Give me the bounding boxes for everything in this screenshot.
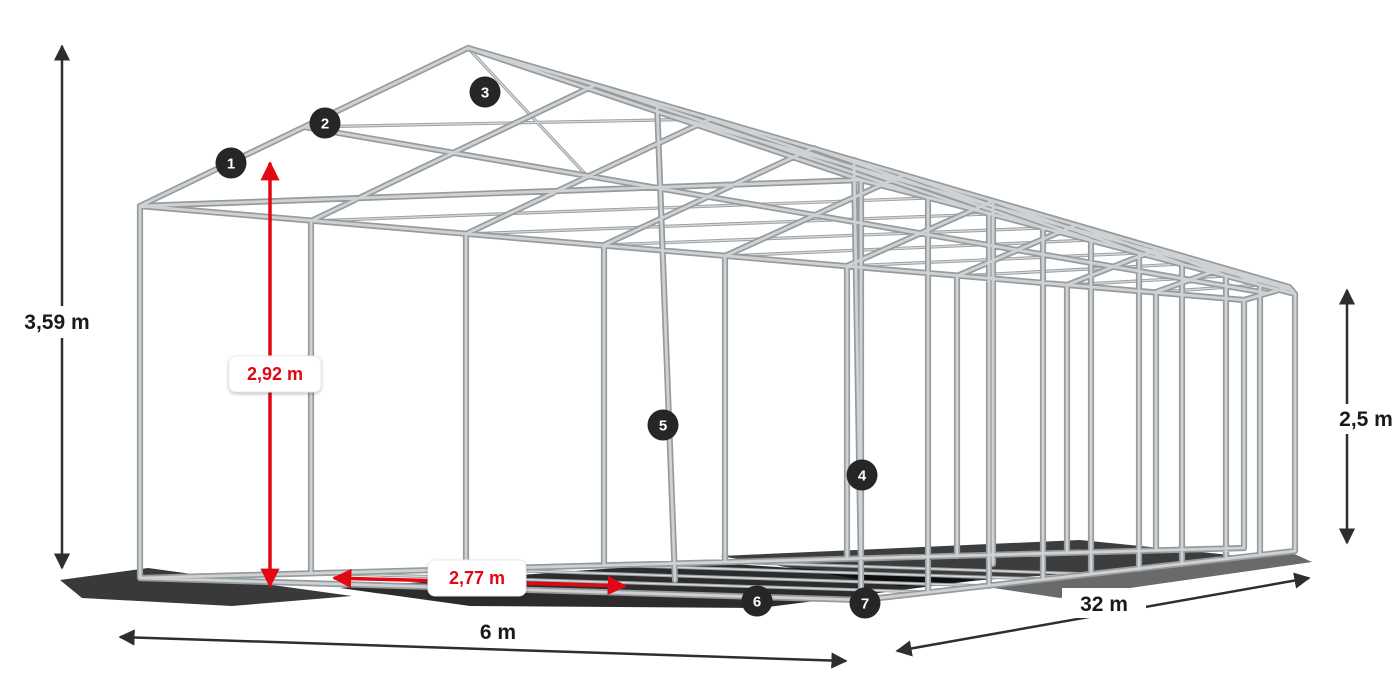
dimension-length: 32 m	[895, 572, 1311, 657]
dimension-side-height: 2,5 m	[1332, 288, 1400, 545]
dimension-label-total-height: 3,59 m	[24, 311, 89, 334]
marker-6-number: 6	[753, 594, 761, 611]
marker-1: 1	[215, 147, 247, 179]
total-height-label-mask	[12, 306, 102, 338]
dimension-label-clear-height: 2,92 m	[247, 364, 303, 384]
marker-5-number: 5	[659, 418, 667, 435]
marker-4: 4	[846, 459, 878, 491]
marker-1-number: 1	[227, 156, 235, 173]
dimension-label-length: 32 m	[1080, 593, 1128, 616]
side-height-label-mask	[1332, 404, 1400, 434]
marker-7: 7	[849, 587, 881, 619]
width-label-mask	[462, 616, 534, 646]
clear-height-label-pill	[228, 355, 322, 393]
tent-frame-wireframe	[136, 44, 1299, 604]
dimension-clear-width: 2,77 m	[332, 559, 627, 597]
dimension-width: 6 m	[118, 616, 848, 669]
length-label-mask	[1062, 588, 1146, 618]
marker-3-number: 3	[481, 85, 489, 102]
dimension-total-height: 3,59 m	[12, 44, 102, 570]
marker-3: 3	[469, 76, 501, 108]
frame-light-tubes	[302, 46, 1262, 594]
part-markers: 1 2 3 4 5 6 7	[215, 76, 881, 619]
marker-5: 5	[647, 409, 679, 441]
dimension-label-clear-width: 2,77 m	[449, 568, 505, 588]
marker-6: 6	[741, 585, 773, 617]
dimension-label-width: 6 m	[480, 621, 516, 644]
clear-width-label-pill	[427, 559, 527, 597]
width-arrow	[118, 629, 848, 669]
marker-2-number: 2	[321, 116, 329, 133]
marker-2: 2	[309, 107, 341, 139]
dimension-label-side-height: 2,5 m	[1339, 408, 1393, 431]
marker-7-number: 7	[861, 596, 869, 613]
dimension-clear-height: 2,92 m	[228, 161, 322, 588]
marker-4-number: 4	[858, 468, 867, 485]
